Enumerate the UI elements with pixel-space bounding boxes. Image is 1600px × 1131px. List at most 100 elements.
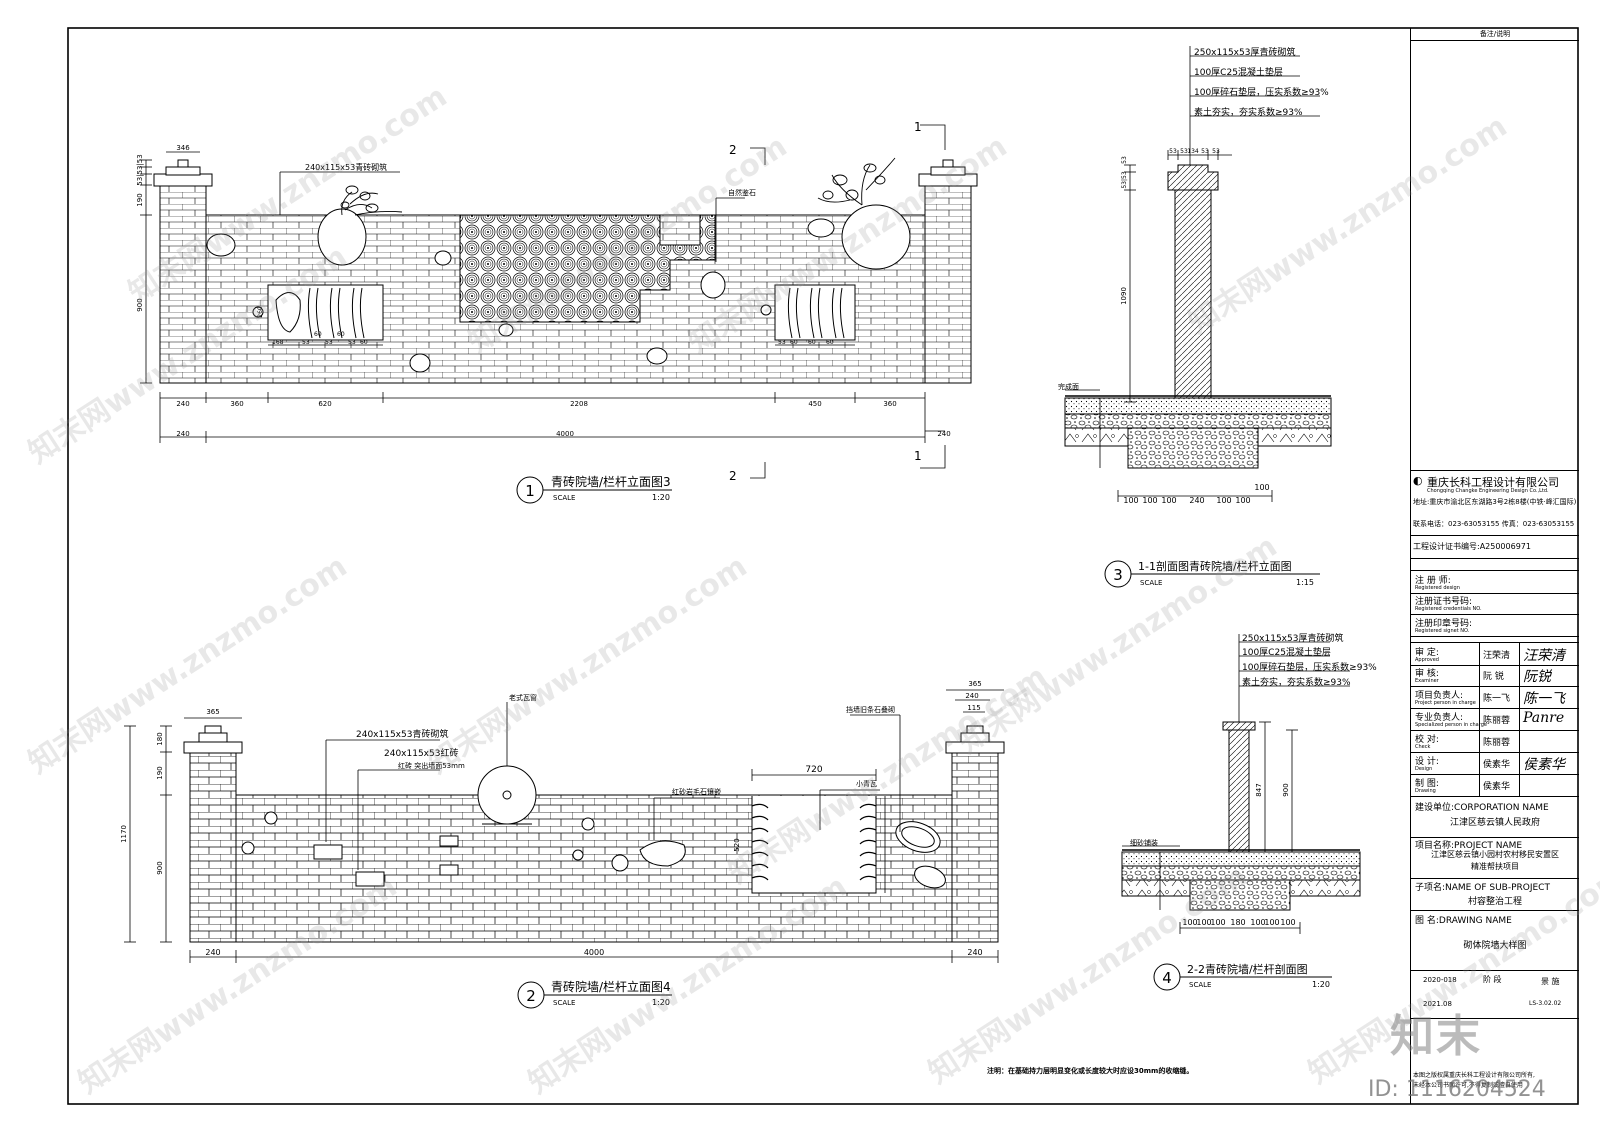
scale-label: SCALE (553, 494, 575, 502)
section-mark: 1 (914, 449, 922, 463)
dim-text: 60 (790, 339, 798, 346)
dim-text: 53 (1201, 148, 1209, 155)
dim-text: 100 (1280, 918, 1295, 927)
dim-text: 4000 (584, 948, 604, 957)
plant-left (340, 185, 403, 216)
dim-text: 450 (808, 400, 821, 408)
dim-text: 365 (968, 680, 981, 688)
company-logo-icon: ◐ (1413, 474, 1423, 487)
client-name: 江津区慈云镇人民政府 (1449, 818, 1540, 828)
scale-value: 1:20 (1312, 980, 1330, 989)
dim-text: 100 (1196, 918, 1211, 927)
tb-role-label-en: Check (1415, 744, 1431, 750)
tb-reg-cert: 注册证书号码: Registered credentials NO. (1411, 592, 1579, 615)
tb-label-en: Registered credentials NO. (1415, 606, 1482, 612)
dim-text: 240 (176, 400, 189, 408)
tb-company-row: ◐ 重庆长科工程设计有限公司 Chongqing Changke Enginee… (1411, 470, 1579, 536)
tb-cert-row: 工程设计证书编号:A250006971 (1411, 534, 1579, 559)
footnote: 注明：在基础持力层明显变化或长度较大时应设30mm的收缩缝。 (987, 1066, 1193, 1075)
title-block: 备注/说明 ◐ 重庆长科工程设计有限公司 Chongqing Changke E… (1410, 28, 1579, 1104)
tb-role-name: 侯素华 (1483, 760, 1511, 770)
note-layer: 素土夯实，夯实系数≥93% (1194, 106, 1303, 118)
tb-header-row: 备注/说明 (1411, 28, 1579, 41)
note-layer: 250x115x53厚青砖砌筑 (1242, 632, 1343, 644)
tb-client-row: 建设单位:CORPORATION NAME 江津区慈云镇人民政府 (1411, 796, 1579, 838)
stone-pot-right (841, 204, 911, 270)
tb-role-name: 汪荣清 (1483, 651, 1511, 661)
tb-label-en: Registered design (1415, 585, 1460, 591)
roof-tiles (751, 803, 877, 881)
dim-text: 53 (1169, 148, 1177, 155)
tb-divider (1479, 643, 1480, 665)
company-contact: 联系电话：023-63053155 传真：023-63053155 (1413, 520, 1575, 528)
tb-role-label-en: Approved (1415, 657, 1439, 663)
scale-label: SCALE (1140, 579, 1162, 587)
project-name-1: 江津区慈云镇小园村农村移民安置区 (1431, 850, 1559, 859)
dim-text: 240 (965, 692, 978, 700)
tb-role-label-en: Specialized person in charge (1415, 722, 1487, 728)
scale-value: 1:20 (652, 493, 670, 502)
tb-label: 注 册 师: (1415, 576, 1451, 586)
tb-divider (1479, 730, 1480, 752)
dim-text: 240 (205, 948, 220, 957)
scale-value: 1:15 (1296, 578, 1314, 587)
tb-role-signature: 陈一飞 (1523, 691, 1565, 707)
tb-divider (1519, 643, 1520, 665)
drawing-number: 3 (1113, 566, 1123, 584)
note-red-brick: 240x115x53红砖 (384, 747, 458, 759)
dim-text: 240 (967, 948, 982, 957)
dim-text: 346 (176, 144, 190, 152)
copyright-line-2: 未经本公司书面许可,不得复制或擅自使用 (1413, 1082, 1523, 1089)
company-address: 地址:重庆市渝北区东湖路3号2栋8楼(中铁·峰汇国际) (1413, 498, 1577, 506)
dim-text: 1170 (120, 825, 128, 843)
dim-text: 60 (337, 331, 345, 338)
wall-core (1174, 189, 1212, 403)
tb-role-label: 校 对: (1415, 735, 1439, 745)
tb-role-label: 审 定: (1415, 648, 1439, 658)
tile-window-left (267, 284, 384, 341)
dim-text: 4000 (556, 430, 574, 438)
tb-reg-designer: 注 册 师: Registered design (1411, 570, 1579, 594)
company-name: 重庆长科工程设计有限公司 (1427, 476, 1559, 489)
tb-reg-seal: 注册印章号码: Registered signet NO. (1411, 614, 1579, 637)
tb-role-label: 制 图: (1415, 779, 1439, 789)
drawing-3-section: 250x115x53厚青砖砌筑 100厚C25混凝土垫层 100厚碎石垫层，压实… (1058, 46, 1332, 588)
dim-text: 240 (176, 430, 189, 438)
drawing-number: 2 (526, 987, 536, 1005)
tb-divider (1479, 664, 1480, 686)
dim-text: 180 (156, 732, 164, 745)
dim-text: 900 (1282, 783, 1290, 796)
note-layer: 250x115x53厚青砖砌筑 (1194, 46, 1295, 58)
tb-role-label-en: Project person in charge (1415, 700, 1476, 706)
dim-text: 60 (314, 331, 322, 338)
note-old-window: 老式瓦窗 (509, 693, 537, 702)
dim-text: 100 (1210, 918, 1225, 927)
dim-text: 1090 (1120, 287, 1128, 305)
sheet-border (67, 27, 1579, 1105)
tb-role-label-en: Examiner (1415, 678, 1439, 684)
dim-text: 168 (272, 339, 284, 346)
tb-divider (1479, 774, 1480, 796)
dim-text: 134 (1187, 148, 1199, 155)
dim-text: 847 (1255, 783, 1263, 796)
ground-label: 完成面 (1058, 382, 1079, 391)
dim-text: 53|53|53 (136, 154, 144, 185)
dim-text: 720 (805, 765, 822, 775)
tb-role-label-en: Drawing (1415, 788, 1436, 794)
tb-role-name: 陈丽蓉 (1483, 738, 1511, 748)
lattice-panel (459, 214, 716, 323)
section-mark: 2 (729, 469, 737, 483)
tb-role-label: 设 计: (1415, 757, 1439, 767)
tb-label: 注册证书号码: (1415, 597, 1473, 607)
dim-text: 900 (156, 861, 164, 874)
ground-label: 细砂铺装 (1130, 838, 1158, 847)
drawing-2-elevation: 365 365 240 115 180 190 900 1170 720 520… (120, 680, 1005, 1009)
dim-text: 100 (1161, 496, 1176, 505)
sheet-number: LS-3.02.02 (1529, 1000, 1562, 1007)
tb-divider (1519, 774, 1520, 796)
dim-text: 620 (318, 400, 331, 408)
dim-text: 240 (1189, 496, 1204, 505)
plant-right (817, 157, 896, 206)
